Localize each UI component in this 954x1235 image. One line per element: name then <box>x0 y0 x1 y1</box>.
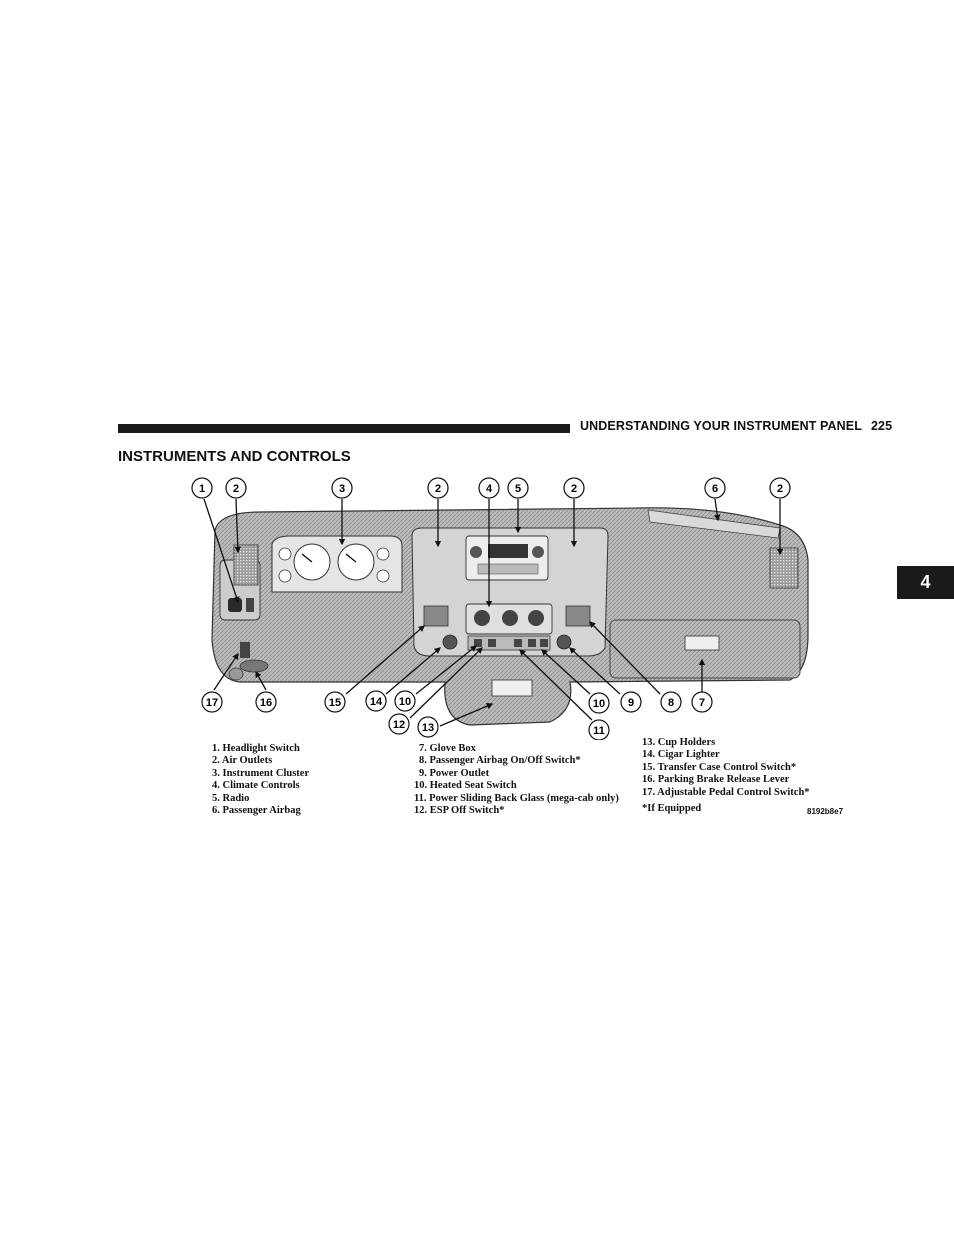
callout-number: 10 <box>399 696 411 708</box>
legend-item: 13. Cup Holders <box>642 737 716 748</box>
callout-badge: 2 <box>769 477 791 499</box>
legend-item: 3. Instrument Cluster <box>212 767 310 779</box>
callouts-bottom: 17 16 15 14 10 12 13 10 11 9 8 7 <box>201 690 713 740</box>
callout-badge: 10 <box>394 690 416 712</box>
callout-number: 14 <box>370 696 383 708</box>
callout-badge: 14 <box>365 690 387 712</box>
callout-badge: 6 <box>704 477 726 499</box>
callout-badge: 13 <box>417 716 439 738</box>
transfer-case-switch <box>423 605 449 627</box>
pedal-control-switch <box>240 642 250 658</box>
parking-brake-release <box>239 659 269 673</box>
legend-item: 9. Power Outlet <box>419 767 490 779</box>
cup-holders <box>491 679 533 697</box>
callout-badge: 2 <box>427 477 449 499</box>
callout-number: 7 <box>699 697 705 709</box>
legend-item: 12. ESP Off Switch* <box>414 804 505 816</box>
callout-badge: 11 <box>588 719 610 740</box>
running-head: UNDERSTANDING YOUR INSTRUMENT PANEL 225 <box>580 419 892 433</box>
callout-number: 17 <box>206 697 218 709</box>
callouts-top: 1 2 3 2 4 5 2 6 2 <box>191 477 791 499</box>
callout-badge: 17 <box>201 691 223 713</box>
callout-number: 6 <box>712 483 718 495</box>
callout-badge: 2 <box>225 477 247 499</box>
legend-item: 15. Transfer Case Control Switch* <box>642 761 797 773</box>
callout-number: 3 <box>339 483 345 495</box>
legend-item: 8. Passenger Airbag On/Off Switch* <box>419 755 581 767</box>
callout-badge: 10 <box>588 692 610 714</box>
legend-column-1: 1. Headlight Switch 2. Air Outlets 3. In… <box>212 743 309 817</box>
legend-column-2: 7. Glove Box 8. Passenger Airbag On/Off … <box>414 743 619 817</box>
cigar-lighter <box>442 634 458 650</box>
callout-number: 4 <box>486 483 493 495</box>
legend-item: 11. Power Sliding Back Glass (mega-cab o… <box>414 792 619 804</box>
instrument-panel-diagram: 1 2 3 2 4 5 2 6 2 17 16 15 14 10 12 13 1… <box>191 477 809 740</box>
callout-number: 15 <box>329 697 341 709</box>
legend-item: 2. Air Outlets <box>212 755 273 767</box>
running-title: UNDERSTANDING YOUR INSTRUMENT PANEL <box>580 419 862 433</box>
callout-badge: 12 <box>388 713 410 735</box>
callout-badge: 5 <box>507 477 529 499</box>
legend-item: 17. Adjustable Pedal Control Switch* <box>642 786 810 798</box>
power-outlet <box>556 634 572 650</box>
callout-badge: 4 <box>478 477 500 499</box>
airbag-switch-panel <box>565 605 591 627</box>
legend-item: 10. Heated Seat Switch <box>414 780 517 792</box>
callout-number: 12 <box>393 719 405 731</box>
callout-number: 2 <box>777 483 783 495</box>
callout-number: 5 <box>515 483 521 495</box>
legend-item: 14. Cigar Lighter <box>642 749 720 761</box>
callout-badge: 7 <box>691 691 713 713</box>
legend-column-3: 13. Cup Holders 14. Cigar Lighter 15. Tr… <box>642 737 810 799</box>
callout-number: 13 <box>422 722 434 734</box>
center-stack <box>411 527 609 657</box>
headlight-switch-knob <box>228 598 242 612</box>
header-rule <box>118 424 570 433</box>
legend-item: 7. Glove Box <box>419 743 476 754</box>
callout-badge: 16 <box>255 691 277 713</box>
legend-item: 16. Parking Brake Release Lever <box>642 774 790 786</box>
air-outlet-right <box>769 547 799 589</box>
callout-number: 16 <box>260 697 272 709</box>
instrument-cluster <box>271 535 403 593</box>
section-title: INSTRUMENTS AND CONTROLS <box>118 448 351 465</box>
callout-number: 10 <box>593 698 605 710</box>
radio-display <box>488 544 528 558</box>
glove-box-latch <box>684 635 720 651</box>
passenger-airbag-lid <box>647 509 781 539</box>
callout-number: 11 <box>593 725 605 737</box>
chapter-tab: 4 <box>897 566 954 599</box>
callout-number: 2 <box>233 483 239 495</box>
footnote: *If Equipped <box>642 803 702 814</box>
legend-item: 4. Climate Controls <box>212 780 300 792</box>
callout-number: 9 <box>628 697 634 709</box>
page-number: 225 <box>870 419 893 433</box>
callout-number: 2 <box>435 483 441 495</box>
legend-item: 6. Passenger Airbag <box>212 804 301 816</box>
callout-number: 8 <box>668 697 674 709</box>
figure-code: 8192b8e7 <box>807 807 844 816</box>
callout-badge: 15 <box>324 691 346 713</box>
callout-badge: 8 <box>660 691 682 713</box>
legend-item: 5. Radio <box>212 792 250 804</box>
callout-badge: 3 <box>331 477 353 499</box>
legend-item: 1. Headlight Switch <box>212 743 300 754</box>
callout-badge: 1 <box>191 477 213 499</box>
callout-badge: 9 <box>620 691 642 713</box>
callout-number: 1 <box>199 483 205 495</box>
air-outlet-left <box>233 544 259 586</box>
callout-badge: 2 <box>563 477 585 499</box>
callout-number: 2 <box>571 483 577 495</box>
